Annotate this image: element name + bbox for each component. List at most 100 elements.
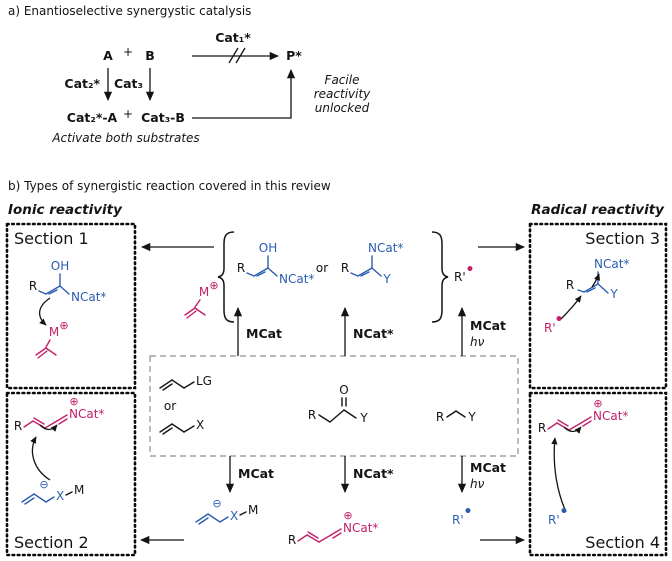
iminium-skeleton [23, 414, 68, 429]
section-2-content: R NCat* ⊕ ⊖ X M Section 2 [14, 395, 105, 552]
section-4-label: Section 4 [585, 533, 660, 552]
close-brace [431, 231, 449, 323]
cat1-label: Cat₁* [215, 30, 251, 45]
r-prime-label: R' [548, 513, 560, 527]
mcat-arrow-label: MCat [470, 460, 506, 475]
ncat-label: NCat* [594, 257, 629, 271]
curved-arrow [563, 426, 582, 434]
section-3-label: Section 3 [585, 229, 660, 248]
alkyl-skeleton [446, 410, 466, 418]
panel-b-header: b) Types of synergistic reaction covered… [8, 179, 665, 218]
plus-sign: + [123, 107, 133, 121]
r-label: R [436, 410, 444, 424]
radical-dot: • [555, 312, 564, 328]
section-3-box [528, 222, 668, 390]
adduct-b-label: Cat₃-B [141, 110, 185, 125]
cat2-label: Cat₂* [64, 76, 100, 91]
r-prime-label: R' [452, 513, 464, 527]
section-4-content: R NCat* ⊕ R' • Section 4 [538, 397, 660, 552]
section-3-content: Section 3 NCat* R Y R' • [544, 229, 660, 335]
r-label: R [341, 261, 349, 275]
r-label: R [566, 278, 574, 292]
y-label: Y [382, 272, 391, 286]
or-label: or [164, 399, 176, 413]
x-label: X [196, 418, 204, 432]
mcat-arrow-label: MCat [246, 326, 282, 341]
radical-dot: • [464, 504, 473, 520]
y-label: Y [609, 287, 618, 301]
open-brace [217, 231, 235, 323]
x-label: X [230, 509, 238, 523]
facile-text-1: Facile [325, 73, 360, 87]
r-label: R [237, 261, 245, 275]
plus-charge: ⊕ [59, 319, 68, 332]
iminium-skeleton [547, 416, 592, 431]
minus-charge: ⊖ [39, 478, 48, 491]
cat3-label: Cat₃ [114, 76, 143, 91]
ionic-reactivity-label: Ionic reactivity [8, 202, 123, 218]
product-label: P* [286, 48, 302, 63]
ncat-label: NCat* [593, 409, 628, 423]
radical-reactivity-label: Radical reactivity [531, 202, 665, 218]
panel-b-title: b) Types of synergistic reaction covered… [8, 179, 331, 193]
section-1-content: Section 1 OH R NCat* M ⊕ [14, 229, 106, 359]
radical-dot: • [560, 504, 569, 520]
curved-arrow [39, 297, 51, 326]
allyl-anion-skeleton [21, 493, 55, 505]
r-prime-label: R' [454, 270, 466, 284]
mcat-arrow-label: MCat [470, 318, 506, 333]
curved-arrow [551, 437, 567, 513]
minus-charge: ⊖ [212, 497, 221, 510]
oh-label: OH [259, 241, 277, 255]
ncat-label: NCat* [279, 272, 314, 286]
enamine-skeleton [577, 271, 609, 294]
mcat-arrow-label: MCat [238, 466, 274, 481]
plus-charge: ⊕ [343, 509, 352, 522]
hv-label: hν [470, 477, 485, 491]
m-label: M [49, 325, 59, 339]
radical-dot: • [466, 262, 475, 278]
ncat-label: NCat* [368, 241, 403, 255]
lg-label: LG [196, 374, 212, 388]
o-label: O [339, 383, 348, 397]
m-label: M [248, 503, 258, 517]
plus-charge: ⊕ [69, 395, 78, 408]
ncat-label: NCat* [343, 521, 378, 535]
curved-arrow [559, 295, 582, 321]
m-label: M [199, 285, 209, 299]
enol-skeleton [38, 273, 70, 295]
unlocked-reactivity-arrow [192, 69, 296, 119]
m-label: M [74, 483, 84, 497]
r-label: R [14, 419, 22, 433]
iminium-intermediate: R NCat* ⊕ [288, 509, 379, 547]
metal-allyl-cation: M ⊕ [184, 279, 219, 319]
facile-text-2: reactivity [314, 87, 371, 101]
activate-caption: Activate both substrates [51, 131, 199, 145]
substrate-b-label: B [145, 48, 155, 63]
enamine-intermediate-skeleton [350, 255, 382, 277]
ncat-label: NCat* [69, 407, 104, 421]
allyl-x-skeleton [159, 423, 195, 435]
alkyl-radical: R' • [452, 504, 472, 527]
substrate-a-label: A [103, 48, 113, 63]
section-1-box [5, 222, 137, 390]
y-label: Y [467, 410, 476, 424]
enol-intermediate-skeleton [246, 255, 278, 277]
adduct-a-label: Cat₂*-A [67, 110, 118, 125]
metal-allyl-skeleton [35, 339, 57, 359]
r-label: R [29, 279, 37, 293]
ncat-arrow-label: NCat* [353, 466, 394, 481]
oh-label: OH [51, 259, 69, 273]
r-prime-label: R' [544, 321, 556, 335]
section-1-label: Section 1 [14, 229, 89, 248]
section-4-box [528, 391, 668, 557]
ncat-arrow-label: NCat* [353, 326, 394, 341]
curved-arrow [591, 273, 600, 288]
y-label: Y [359, 411, 368, 425]
panel-a: a) Enantioselective synergystic catalysi… [8, 4, 371, 145]
x-label: X [56, 489, 64, 503]
curved-arrow [39, 424, 58, 432]
section-2-label: Section 2 [14, 533, 89, 552]
